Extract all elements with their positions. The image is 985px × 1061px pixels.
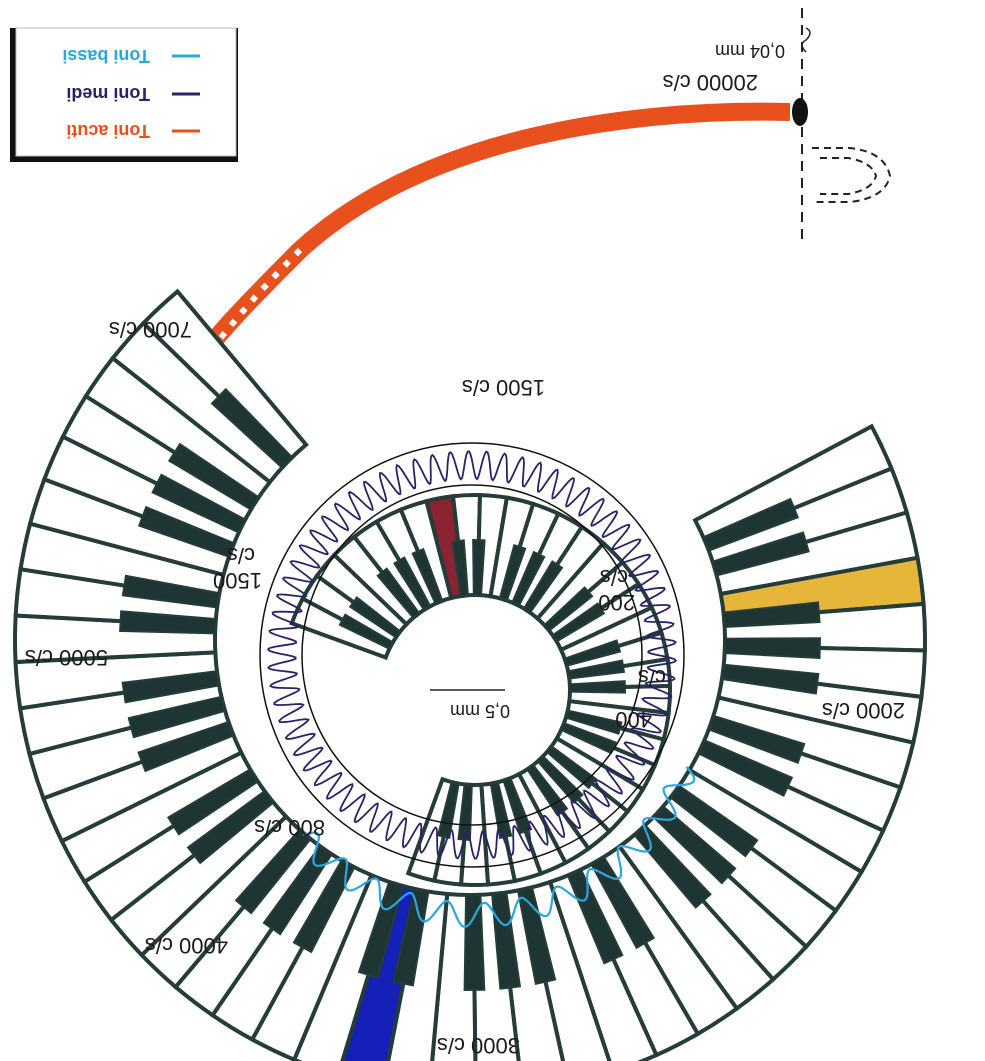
label-400-unit: c/s	[638, 665, 666, 690]
label-400-num: 400	[615, 707, 652, 732]
black-key	[543, 586, 594, 632]
label-0-04mm: 0,04 mm	[715, 41, 785, 61]
label-800: 800 c/s	[254, 815, 325, 840]
label-5000: 5000 c/s	[25, 645, 108, 670]
frequency-waves	[259, 442, 696, 928]
black-key	[510, 550, 546, 608]
black-key	[210, 387, 294, 470]
black-key	[463, 893, 486, 991]
label-1500-mid: 1500 c/s	[462, 375, 545, 400]
black-key	[457, 783, 473, 841]
outer-keyboard-spiral	[13, 288, 927, 1061]
black-key	[652, 805, 737, 885]
black-key	[536, 754, 584, 805]
label-200-num: 200	[598, 590, 635, 615]
black-key	[707, 714, 806, 764]
black-key	[723, 637, 822, 659]
white-key	[386, 887, 450, 1061]
label-1500-left-num: 1500	[213, 568, 262, 593]
label-200-unit: c/s	[600, 565, 628, 590]
black-key	[119, 610, 217, 635]
black-key	[590, 855, 656, 950]
white-key	[140, 288, 309, 466]
black-key	[502, 776, 533, 835]
label-4000: 4000 c/s	[145, 933, 228, 958]
black-key	[127, 695, 227, 739]
black-key	[137, 505, 236, 558]
label-7000: 7000 c/s	[109, 317, 192, 342]
black-key	[720, 663, 820, 695]
black-key	[121, 574, 221, 609]
black-key	[568, 680, 626, 694]
black-key	[472, 538, 486, 597]
black-key	[436, 780, 460, 839]
legend-label: Toni medi	[66, 84, 150, 104]
black-key	[491, 891, 522, 990]
black-key	[563, 639, 622, 667]
legend-box	[15, 27, 237, 157]
black-key	[669, 784, 759, 858]
black-key	[167, 442, 261, 511]
black-key	[348, 596, 402, 639]
white-key	[340, 881, 424, 1061]
black-key	[376, 567, 421, 620]
black-key	[137, 720, 235, 773]
black-key	[186, 789, 275, 865]
label-2000: 2000 c/s	[822, 698, 905, 723]
stapes-inner	[820, 157, 878, 195]
ring-boundary	[301, 484, 643, 826]
ring-boundary	[259, 442, 685, 868]
oval-window-membrane	[792, 98, 808, 126]
legend-label: Toni acuti	[66, 121, 150, 141]
label-3000: 3000 c/s	[437, 1033, 520, 1058]
label-0-5mm: 0,5 mm	[450, 701, 510, 721]
black-key	[451, 539, 469, 598]
black-key	[166, 767, 260, 836]
black-key	[702, 497, 800, 552]
black-key	[151, 473, 247, 534]
label-1500-left-unit: c/s	[227, 543, 255, 568]
basilar-membrane-treble-hatch	[192, 247, 303, 374]
black-key	[411, 547, 444, 605]
white-key	[547, 869, 660, 1061]
black-key	[551, 602, 606, 643]
black-key	[566, 868, 624, 965]
black-key	[489, 781, 513, 840]
black-key	[567, 659, 626, 680]
legend: Toni acuti Toni medi Toni bassi	[10, 27, 238, 162]
white-key	[522, 879, 612, 1061]
black-key	[516, 886, 557, 985]
basilar-membrane-treble-band	[177, 102, 791, 385]
wave-ring	[266, 450, 678, 860]
black-key	[711, 531, 810, 577]
black-key	[393, 556, 432, 612]
black-key	[392, 887, 430, 987]
black-key	[722, 601, 821, 629]
stapes-outline	[812, 147, 892, 203]
black-key	[564, 709, 623, 735]
white-key	[471, 891, 521, 1061]
black-key	[262, 844, 334, 936]
legend-label: Toni bassi	[62, 46, 150, 66]
black-key	[545, 744, 598, 790]
wave-ring	[302, 766, 696, 928]
black-key	[633, 823, 712, 909]
black-key	[498, 543, 527, 602]
label-20000: 20000 c/s	[663, 70, 758, 95]
black-key	[121, 670, 221, 704]
black-key	[338, 613, 395, 651]
black-key	[234, 828, 312, 915]
dimension-bracket	[801, 27, 811, 53]
black-key	[522, 560, 564, 614]
black-key	[697, 738, 794, 797]
